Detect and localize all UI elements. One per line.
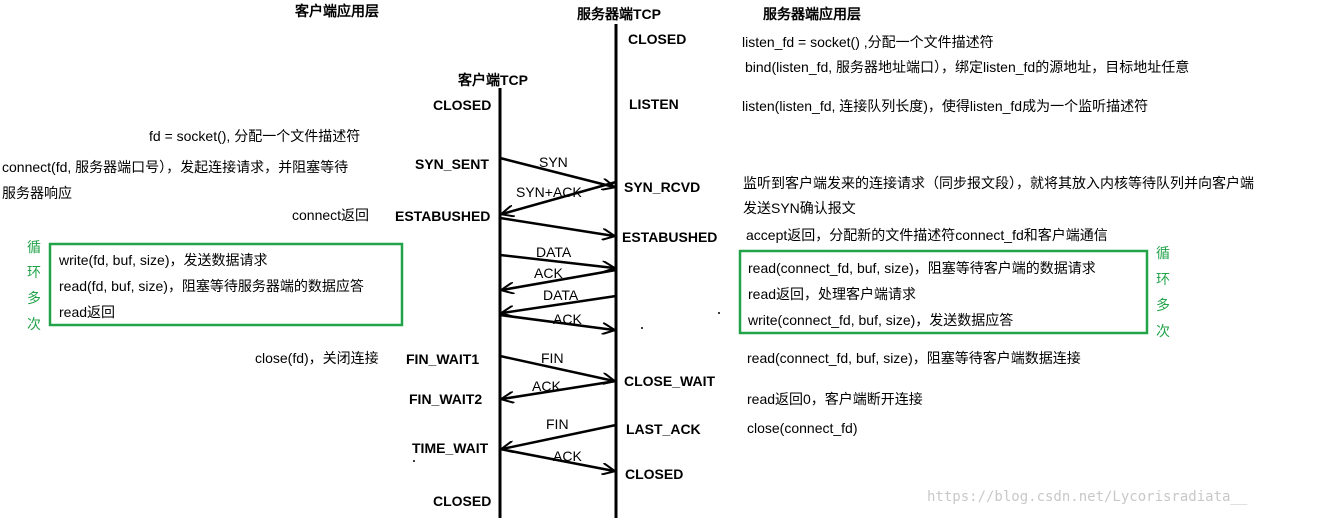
client-tcp-header: 客户端TCP (458, 72, 528, 88)
syn-arrow (499, 156, 614, 187)
server-loop-box (738, 249, 1149, 335)
msg-fin1-label: FIN (541, 350, 564, 366)
msg-ack1-label: ACK (534, 265, 563, 281)
ack-established-arrow (499, 216, 614, 236)
server-state-listen: LISTEN (629, 96, 679, 112)
client-loop-box (48, 242, 404, 327)
server-note-listen: listen(listen_fd, 连接队列长度)，使得listen_fd成为一… (742, 98, 1149, 114)
client-loop-label-char: 多 (27, 290, 41, 306)
data1-arrow (499, 253, 614, 268)
server-loop-label-char: 环 (1156, 271, 1170, 287)
server-note-socket: listen_fd = socket() ,分配一个文件描述符 (742, 34, 994, 50)
client-app-header: 客户端应用层 (295, 3, 379, 19)
stray-dot (641, 327, 643, 329)
server-loop-label-char: 循 (1156, 245, 1170, 261)
ack4-arrow (499, 447, 614, 471)
client-loop-read-return: read返回 (59, 304, 116, 320)
server-note-read-zero: read返回0，客户端断开连接 (747, 391, 923, 407)
server-loop-read-return: read返回，处理客户端请求 (748, 286, 917, 302)
data2-arrow (502, 294, 617, 313)
msg-syn-label: SYN (539, 154, 568, 170)
server-tcp-header: 服务器端TCP (577, 6, 661, 22)
fin1-arrow (499, 354, 614, 381)
server-state-closed: CLOSED (628, 31, 687, 47)
stray-dot (718, 312, 720, 314)
ack2-arrow (499, 313, 614, 330)
msg-ack3-label: ACK (532, 378, 561, 394)
server-note-read-wait: read(connect_fd, buf, size)，阻塞等待客户端数据连接 (747, 350, 1081, 366)
server-app-header: 服务器端应用层 (763, 6, 861, 22)
msg-fin2-label: FIN (546, 416, 569, 432)
server-note-syn-rcvd-line2: 发送SYN确认报文 (743, 200, 856, 216)
server-loop-label-char: 多 (1156, 297, 1170, 313)
stray-dot (413, 460, 415, 462)
client-state-fin-wait1: FIN_WAIT1 (406, 351, 480, 367)
server-note-bind: bind(listen_fd, 服务器地址端口），绑定listen_fd的源地址… (745, 59, 1190, 75)
msg-data1-label: DATA (536, 244, 572, 260)
client-state-closed: CLOSED (433, 97, 492, 113)
client-state-syn-sent: SYN_SENT (415, 156, 489, 172)
client-state-fin-wait2: FIN_WAIT2 (409, 391, 483, 407)
msg-syn-ack-label: SYN+ACK (516, 184, 582, 200)
client-note-close: close(fd)，关闭连接 (255, 350, 379, 366)
server-loop-write: write(connect_fd, buf, size)，发送数据应答 (748, 312, 1014, 328)
server-state-close-wait: CLOSE_WAIT (624, 373, 716, 389)
server-note-close: close(connect_fd) (747, 420, 858, 436)
server-state-syn-rcvd: SYN_RCVD (624, 179, 701, 195)
client-loop-label-char: 循 (27, 239, 41, 255)
msg-data2-label: DATA (543, 287, 579, 303)
ack1-arrow (502, 268, 617, 290)
client-state-closed-final: CLOSED (433, 493, 492, 509)
server-state-last-ack: LAST_ACK (626, 421, 701, 437)
client-loop-write: write(fd, buf, size)，发送数据请求 (59, 252, 268, 268)
server-state-closed-final: CLOSED (625, 466, 684, 482)
watermark: https://blog.csdn.net/Lycorisradiata__ (927, 489, 1248, 505)
client-loop-read: read(fd, buf, size)，阻塞等待服务器端的数据应答 (59, 278, 364, 294)
client-note-connect-return: connect返回 (292, 207, 370, 223)
client-loop-label-char: 环 (27, 264, 41, 280)
server-loop-read: read(connect_fd, buf, size)，阻塞等待客户端的数据请求 (748, 260, 1096, 276)
server-note-accept: accept返回，分配新的文件描述符connect_fd和客户端通信 (746, 227, 1108, 243)
client-note-connect-line1: connect(fd, 服务器端口号），发起连接请求，并阻塞等待 (2, 159, 349, 175)
msg-ack4-label: ACK (553, 448, 582, 464)
server-loop-label-char: 次 (1156, 323, 1170, 339)
server-note-syn-rcvd-line1: 监听到客户端发来的连接请求（同步报文段），就将其放入内核等待队列并向客户端 (743, 175, 1254, 191)
ack3-arrow (502, 379, 617, 399)
fin2-arrow (502, 423, 617, 449)
client-state-established: ESTABUSHED (395, 208, 491, 224)
client-note-socket: fd = socket(), 分配一个文件描述符 (149, 128, 361, 144)
msg-ack2-label: ACK (553, 311, 582, 327)
syn-ack-arrow (502, 180, 617, 214)
client-loop-label-char: 次 (27, 316, 41, 332)
client-state-time-wait: TIME_WAIT (412, 440, 489, 456)
server-state-established: ESTABUSHED (622, 229, 718, 245)
client-note-connect-line2: 服务器响应 (2, 185, 72, 201)
